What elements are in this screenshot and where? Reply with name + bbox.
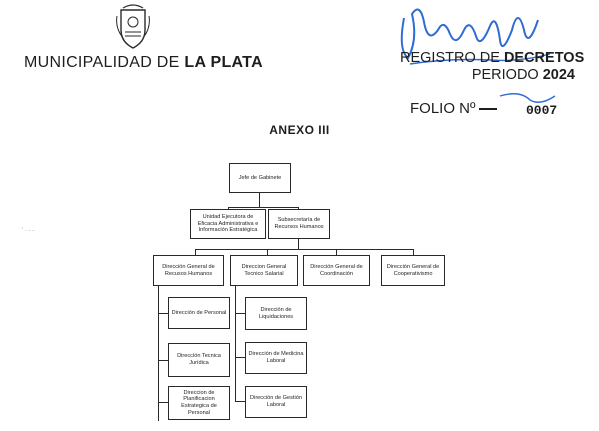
connector-to-rrhh bbox=[195, 249, 196, 255]
registry-line-2: PERIODO 2024 bbox=[400, 67, 575, 84]
folio-number: 0007 bbox=[526, 103, 558, 118]
folio-dash bbox=[478, 108, 497, 111]
connector-to-gestion bbox=[235, 401, 245, 402]
connector-tecnico-spine bbox=[235, 286, 236, 401]
registry-line-1-regular: REGISTRO DE bbox=[400, 50, 504, 66]
municipality-name: MUNICIPALIDAD DE LA PLATA bbox=[24, 54, 263, 72]
org-box-dg-recursos-humanos: Dirección General de Recusos Humanos bbox=[153, 255, 224, 286]
folio-label: FOLIO Nº bbox=[410, 100, 476, 117]
annex-title: ANEXO III bbox=[269, 123, 330, 137]
org-box-jefe-de-gabinete: Jefe de Gabinete bbox=[229, 163, 291, 193]
org-box-subsecretaria-rrhh: Subsecretaría de Recursos Humanos bbox=[268, 209, 330, 239]
org-box-direccion-liquidaciones: Dirección de Liquidaciones bbox=[245, 297, 307, 330]
org-box-direccion-tecnica-juridica: Dirección Tecnica Jurídica bbox=[168, 343, 230, 377]
org-box-dg-cooperativismo: Dirección General de Cooperativismo bbox=[381, 255, 445, 286]
registry-line-1-bold: DECRETOS bbox=[503, 50, 585, 66]
coat-of-arms-seal bbox=[116, 4, 150, 49]
org-box-direccion-gestion-laboral: Dirección de Gestión Laboral bbox=[245, 386, 307, 418]
registry-line-2-regular: PERIODO bbox=[471, 67, 543, 83]
connector-to-medicina bbox=[235, 357, 245, 358]
org-box-dg-coordinacion: Dirección General de Coordinación bbox=[303, 255, 370, 286]
decree-registry: REGISTRO DE DECRETOS PERIODO 2024 bbox=[400, 50, 584, 84]
registry-line-1: REGISTRO DE DECRETOS bbox=[400, 50, 584, 67]
registry-line-2-bold: 2024 bbox=[542, 67, 575, 83]
org-box-direccion-medicina-laboral: Dirección de Medicina Laboral bbox=[245, 342, 307, 374]
org-box-dg-tecnico-salarial: Direccion General Tecnico Salarial bbox=[230, 255, 298, 286]
municipality-name-bold: LA PLATA bbox=[184, 54, 263, 71]
connector-rrhh-spine bbox=[158, 286, 159, 421]
folio-field: FOLIO Nº bbox=[410, 100, 497, 117]
connector-to-tecnica-juridica bbox=[158, 360, 168, 361]
org-box-unidad-ejecutora: Unidad Ejecutora de Eficacia Administrat… bbox=[190, 209, 266, 239]
connector-to-coordinacion bbox=[336, 249, 337, 255]
connector-to-unidad bbox=[228, 207, 229, 210]
connector-to-subsecretaria bbox=[298, 207, 299, 210]
connector-to-tecnico bbox=[267, 249, 268, 255]
scan-mark: ' · - - bbox=[22, 228, 35, 234]
org-box-direccion-personal: Dirección de Personal bbox=[168, 297, 230, 329]
org-box-direccion-planificacion: Direccion de Planificacion Estrategica d… bbox=[168, 386, 230, 420]
connector-level3-horizontal bbox=[195, 249, 413, 250]
connector-subsecretaria-down bbox=[298, 239, 299, 249]
connector-to-personal bbox=[158, 313, 168, 314]
connector-to-liquidaciones bbox=[235, 313, 245, 314]
handwritten-signature bbox=[400, 8, 556, 103]
connector-level2-horizontal bbox=[228, 207, 298, 208]
connector-to-cooperativismo bbox=[413, 249, 414, 255]
connector-root-down bbox=[259, 193, 260, 208]
municipality-name-regular: MUNICIPALIDAD DE bbox=[24, 54, 185, 71]
connector-to-planificacion bbox=[158, 402, 168, 403]
